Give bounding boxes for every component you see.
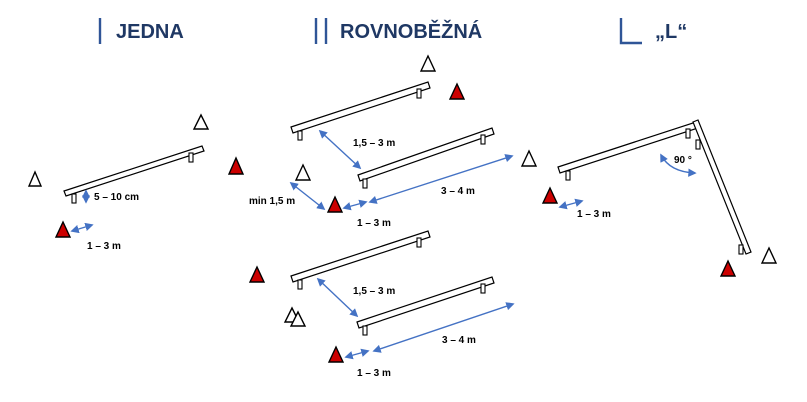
run-arrow (372, 302, 515, 353)
cone-red (326, 195, 344, 213)
pole-l-diagonal (692, 119, 752, 255)
cone-red (541, 186, 559, 204)
title-rovnobezna-group: ROVNOBĚŽNÁ (314, 18, 482, 44)
cone-red (54, 220, 72, 238)
run-arrow (368, 154, 514, 204)
distance-label: 1 – 3 m (87, 241, 121, 252)
cone-red (327, 345, 345, 363)
parallel-lines-icon (314, 18, 328, 44)
jedna-section: 5 – 10 cm 1 – 3 m (27, 113, 245, 252)
gap-label: 1,5 – 3 m (353, 286, 395, 297)
l-shape-icon (619, 18, 642, 45)
cone-white (192, 113, 210, 130)
rovnobezna-bottom-section: 1,5 – 3 m 3 – 4 m 1 – 3 m (248, 230, 515, 379)
cone-white (294, 163, 312, 181)
min-arrow (289, 181, 326, 211)
cone-white (520, 149, 538, 167)
pole-l-horizontal (557, 121, 699, 181)
min-label: min 1,5 m (249, 196, 295, 207)
rovnobezna-top-section: 1,5 – 3 m min 1,5 m 3 – 4 m 1 – 3 m (249, 54, 538, 229)
title-l: „L“ (655, 21, 687, 43)
distance-arrow (558, 198, 584, 210)
cone-red (719, 259, 737, 277)
height-label: 5 – 10 cm (94, 192, 139, 203)
cone-red (448, 82, 466, 100)
pole-upper (290, 81, 431, 141)
distance-arrow (70, 222, 94, 234)
distance-arrow (342, 199, 368, 211)
title-jedna: JEDNA (116, 21, 184, 43)
cone-red (227, 156, 245, 175)
cone-white (760, 246, 778, 264)
gap-arrow (318, 129, 362, 170)
distance-arrow (344, 348, 370, 360)
gap-arrow (316, 277, 359, 318)
angle-label: 90 ° (674, 155, 692, 166)
run-label: 3 – 4 m (441, 186, 475, 197)
cone-white (289, 310, 307, 327)
pole-lower (357, 127, 495, 189)
cone-white (419, 54, 437, 72)
pole-jedna (63, 145, 205, 204)
cone-white (27, 170, 43, 187)
distance-label: 1 – 3 m (357, 368, 391, 379)
gap-label: 1,5 – 3 m (353, 138, 395, 149)
angle-arc (660, 153, 697, 177)
run-label: 3 – 4 m (442, 335, 476, 346)
pole-upper (290, 230, 431, 290)
l-section: 90 ° 1 – 3 m (541, 119, 778, 277)
cone-red (248, 265, 266, 283)
title-jedna-group: JEDNA (98, 18, 184, 44)
distance-label: 1 – 3 m (357, 218, 391, 229)
title-rovnobezna: ROVNOBĚŽNÁ (340, 19, 482, 43)
title-l-group: „L“ (619, 18, 687, 45)
distance-label: 1 – 3 m (577, 209, 611, 220)
